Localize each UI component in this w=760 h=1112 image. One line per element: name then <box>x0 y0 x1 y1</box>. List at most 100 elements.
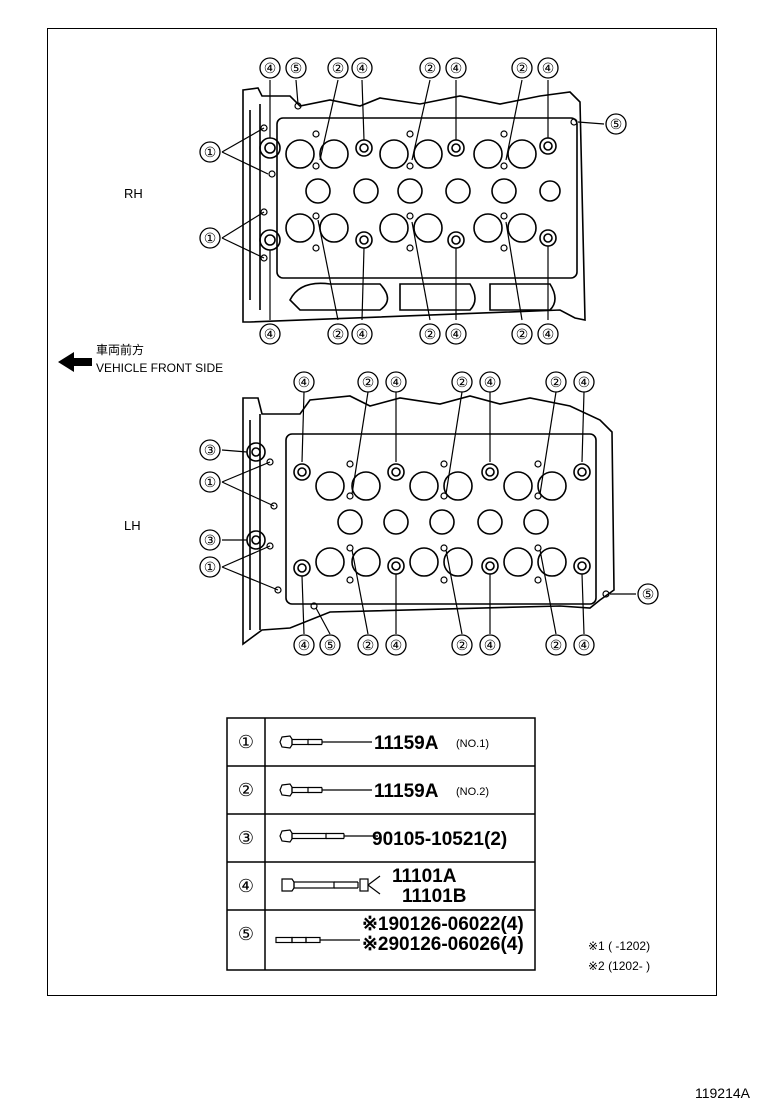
callout-marker: ④ <box>351 57 373 79</box>
bolt-icon <box>279 735 372 749</box>
front-arrow-icon <box>58 352 92 372</box>
callout-number: ② <box>516 326 529 342</box>
callout-marker: ② <box>419 323 441 345</box>
callout-marker: ② <box>327 57 349 79</box>
callout-number: ② <box>456 374 469 390</box>
callout-number: ④ <box>578 374 591 390</box>
rh-callouts <box>221 79 605 321</box>
bolt-icon <box>279 783 372 797</box>
callout-marker: ④ <box>573 634 595 656</box>
diagram-frame <box>47 28 717 996</box>
callout-marker: ① <box>199 227 221 249</box>
callout-marker: ④ <box>293 634 315 656</box>
callout-marker: ② <box>451 371 473 393</box>
callout-marker: ⑤ <box>285 57 307 79</box>
callout-number: ① <box>204 559 217 575</box>
callout-number: ④ <box>356 326 369 342</box>
callout-number: ① <box>204 230 217 246</box>
callout-number: ④ <box>390 637 403 653</box>
callout-number: ② <box>332 326 345 342</box>
part-note: (NO.1) <box>456 738 489 750</box>
callout-marker: ② <box>327 323 349 345</box>
part-number: 11159A <box>374 733 439 754</box>
callout-marker: ② <box>451 634 473 656</box>
callout-number: ② <box>550 374 563 390</box>
callout-marker: ① <box>199 471 221 493</box>
callout-marker: ⑤ <box>319 634 341 656</box>
callout-number: ⑤ <box>290 60 303 76</box>
parts-table <box>226 717 536 971</box>
callout-number: ④ <box>264 326 277 342</box>
callout-marker: ④ <box>259 57 281 79</box>
callout-number: ② <box>332 60 345 76</box>
callout-number: ④ <box>484 637 497 653</box>
lh-cylinder-head <box>242 395 615 646</box>
callout-number: ② <box>456 637 469 653</box>
callout-marker: ① <box>199 556 221 578</box>
callout-number: ⑤ <box>324 637 337 653</box>
callout-number: ① <box>204 144 217 160</box>
part-number: 11101B <box>402 886 466 907</box>
callout-number: ③ <box>204 532 217 548</box>
part-number: ※190126-06022(4) <box>362 914 524 935</box>
footnote-2: ※2 (1202- ) <box>588 959 650 973</box>
callout-number: ④ <box>542 326 555 342</box>
callout-number: ④ <box>264 60 277 76</box>
rh-label: RH <box>124 186 143 201</box>
part-number: 11159A <box>374 781 439 802</box>
callout-number: ② <box>424 60 437 76</box>
callout-number: ④ <box>578 637 591 653</box>
callout-marker: ① <box>199 141 221 163</box>
part-number: 90105-10521(2) <box>372 829 507 850</box>
callout-number: ② <box>424 326 437 342</box>
table-ref-number: ④ <box>238 876 254 896</box>
callout-marker: ④ <box>293 371 315 393</box>
bolt-icons <box>275 735 381 944</box>
callout-number: ④ <box>390 374 403 390</box>
bolt-icon <box>281 875 381 895</box>
callout-marker: ④ <box>351 323 373 345</box>
callout-marker: ③ <box>199 529 221 551</box>
callout-number: ② <box>516 60 529 76</box>
callout-number: ② <box>362 374 375 390</box>
callout-marker: ⑤ <box>637 583 659 605</box>
callout-marker: ③ <box>199 439 221 461</box>
callout-number: ④ <box>298 374 311 390</box>
callout-marker: ② <box>545 634 567 656</box>
callout-marker: ④ <box>445 57 467 79</box>
part-number: ※290126-06026(4) <box>362 934 524 955</box>
footnote-1: ※1 ( -1202) <box>588 939 650 953</box>
callout-marker: ④ <box>445 323 467 345</box>
callout-marker: ④ <box>479 634 501 656</box>
lh-label: LH <box>124 518 141 533</box>
callout-marker: ⑤ <box>605 113 627 135</box>
callout-number: ④ <box>542 60 555 76</box>
callout-number: ④ <box>356 60 369 76</box>
callout-marker: ② <box>545 371 567 393</box>
table-ref-number: ⑤ <box>238 924 254 944</box>
callout-number: ② <box>550 637 563 653</box>
stud-icon <box>275 936 360 944</box>
callout-marker: ④ <box>385 371 407 393</box>
callout-marker: ④ <box>537 323 559 345</box>
callout-marker: ② <box>357 371 379 393</box>
vehicle-front-en: VEHICLE FRONT SIDE <box>96 361 223 375</box>
table-ref-number: ③ <box>238 828 254 848</box>
bolt-icon <box>279 829 378 843</box>
table-ref-number: ② <box>238 780 254 800</box>
callout-number: ③ <box>204 442 217 458</box>
callout-number: ① <box>204 474 217 490</box>
lh-callouts <box>221 391 636 635</box>
part-note: (NO.2) <box>456 786 489 798</box>
callout-number: ④ <box>484 374 497 390</box>
callout-number: ② <box>362 637 375 653</box>
part-number: 11101A <box>392 866 457 887</box>
vehicle-front-jp: 車両前方 <box>96 342 144 357</box>
callout-number: ④ <box>450 326 463 342</box>
callout-number: ④ <box>298 637 311 653</box>
callout-marker: ④ <box>385 634 407 656</box>
callout-number: ⑤ <box>610 116 623 132</box>
